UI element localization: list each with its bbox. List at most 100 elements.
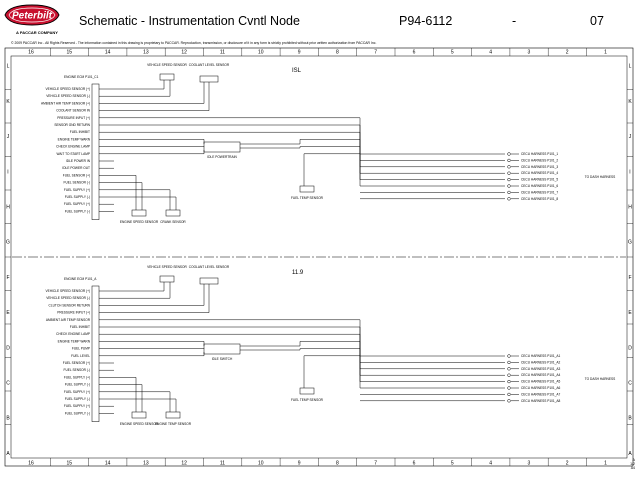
ecm-pin-label: VEHICLE SPEED SENSOR (-) bbox=[46, 94, 90, 98]
wire-vss-pos bbox=[114, 282, 165, 292]
harness-line-label: CECU HARNESS P101_A4 bbox=[521, 373, 561, 377]
grid-column-label-top: 14 bbox=[105, 50, 111, 56]
grid-column-label-top: 15 bbox=[67, 50, 73, 56]
fuel-temp-sensor-label: FUEL TEMP SENSOR bbox=[291, 196, 324, 200]
grid-column-label-bottom: 5 bbox=[451, 461, 454, 467]
grid-row-label-right: F bbox=[628, 275, 631, 281]
grid-row-label-left: B bbox=[6, 416, 10, 422]
grid-column-label-top: 10 bbox=[258, 50, 264, 56]
grid-column-label-top: 13 bbox=[143, 50, 149, 56]
splice-connector bbox=[507, 171, 511, 175]
grid-row-label-left: L bbox=[7, 64, 10, 70]
harness-line-label: CECU HARNESS P101_A3 bbox=[521, 367, 561, 371]
corner-stamp: A 1/2 A4 bbox=[630, 458, 635, 470]
column-labels: 1616151514141313121211111010998877665544… bbox=[28, 48, 607, 467]
harness-line-label: CECU HARNESS P101_1 bbox=[521, 152, 558, 156]
title-block: Peterbilt A PACCAR COMPANY Schematic - I… bbox=[0, 0, 638, 40]
ecm-connector bbox=[91, 285, 100, 422]
grid-column-label-top: 4 bbox=[489, 50, 492, 56]
idle-powertrain-label: IDLE POWERTRAIN bbox=[207, 155, 237, 159]
engine-speed-sensor-label: ENGINE SPEED SENSOR bbox=[120, 422, 159, 426]
splice-connector bbox=[507, 386, 511, 390]
harness-line-label: CECU HARNESS P101_5 bbox=[521, 178, 558, 182]
ecm-pin-label: FUEL SUPPLY (-) bbox=[65, 195, 90, 199]
idle-powertrain-module bbox=[203, 141, 241, 153]
ecm-pin-label: IDLE POWER OUT bbox=[62, 166, 90, 170]
wire-coolant bbox=[114, 82, 205, 104]
grid-row-label-left: I bbox=[7, 169, 8, 175]
wire-idle-out bbox=[240, 139, 360, 145]
ecm-pin-label: WAIT TO START LAMP bbox=[56, 152, 90, 156]
grid-column-label-top: 8 bbox=[336, 50, 339, 56]
wire-idle-out bbox=[240, 146, 360, 149]
revision-number: 07 bbox=[590, 14, 604, 28]
ecm-pin-label: CHECK ENGINE LAMP bbox=[56, 332, 90, 336]
ecm-pin-label: VEHICLE SPEED SENSOR (+) bbox=[45, 289, 90, 293]
ecm-pin-label: SENSOR GND RETURN bbox=[54, 123, 90, 127]
grid-row-label-right: L bbox=[629, 64, 632, 70]
grid-column-label-bottom: 15 bbox=[67, 461, 73, 467]
grid-column-label-bottom: 9 bbox=[298, 461, 301, 467]
wire-idle-out bbox=[240, 348, 360, 351]
crank-sensor-label: ENGINE TEMP SENSOR bbox=[155, 422, 192, 426]
ecm-pin-label: FUEL SUPPLY (-) bbox=[65, 397, 90, 401]
grid-row-label-right: A bbox=[628, 451, 632, 457]
grid-column-label-top: 6 bbox=[413, 50, 416, 56]
wire-fuel-temp bbox=[303, 153, 360, 186]
grid-row-label-left: F bbox=[6, 275, 9, 281]
to-dash-harness-label: TO DASH HARNESS bbox=[585, 175, 615, 179]
ecm-label: ENGINE ECM P101_C1 bbox=[64, 75, 99, 79]
grid-column-label-bottom: 2 bbox=[566, 461, 569, 467]
ecm-pin-label: FUEL SENSOR (+) bbox=[63, 361, 90, 365]
grid-column-label-bottom: 11 bbox=[220, 461, 225, 467]
grid-row-label-left: A bbox=[6, 451, 10, 457]
ecm-pin-label: FUEL SENSOR (+) bbox=[63, 173, 90, 177]
splice-connector bbox=[507, 379, 511, 384]
grid-column-label-bottom: 3 bbox=[528, 461, 531, 467]
engine-speed-sensor-label: ENGINE SPEED SENSOR bbox=[120, 220, 159, 224]
wire-idle-in bbox=[114, 139, 205, 144]
grid-row-label-right: I bbox=[629, 169, 630, 175]
grid-column-label-top: 1 bbox=[604, 50, 607, 56]
wire-idle-in bbox=[114, 352, 205, 357]
ecm-pin-label: FUEL PUMP bbox=[72, 347, 90, 351]
splice-connector bbox=[507, 373, 511, 377]
ecm-pin-label: VEHICLE SPEED SENSOR (-) bbox=[46, 296, 90, 300]
ecm-pin-label: FUEL SUPPLY (+) bbox=[64, 404, 90, 408]
grid-column-label-bottom: 13 bbox=[143, 461, 149, 467]
ecm-pin-label: FUEL SUPPLY (+) bbox=[64, 390, 90, 394]
ecm-pin-label: FUEL SUPPLY (-) bbox=[65, 411, 90, 415]
grid-row-label-right: J bbox=[629, 134, 632, 140]
wire-idle-in bbox=[114, 150, 205, 155]
ecm-pin-label: FUEL SUPPLY (-) bbox=[65, 383, 90, 387]
ecm-pin-label: FUEL SENSOR (-) bbox=[64, 368, 90, 372]
harness-line-label: CECU HARNESS P101_A5 bbox=[521, 380, 561, 384]
ecm-pin-label: VEHICLE SPEED SENSOR (+) bbox=[45, 87, 90, 91]
grid-column-label-top: 3 bbox=[528, 50, 531, 56]
grid-column-label-bottom: 10 bbox=[258, 461, 264, 467]
ecm-pin-label: ENGINE TEMP WARN bbox=[58, 339, 91, 343]
harness-line-label: CECU HARNESS P101_A1 bbox=[521, 354, 561, 358]
splice-connector bbox=[507, 360, 511, 365]
grid-row-label-left: H bbox=[6, 205, 10, 211]
grid-row-label-right: K bbox=[628, 99, 632, 105]
harness-line-label: CECU HARNESS P101_3 bbox=[521, 165, 558, 169]
grid-row-label-left: D bbox=[6, 345, 10, 351]
vehicle-speed-sensor bbox=[159, 275, 175, 283]
harness-line-label: CECU HARNESS P101_2 bbox=[521, 158, 558, 162]
splice-connector bbox=[507, 184, 511, 188]
harness-line-label: CECU HARNESS P101_A2 bbox=[521, 360, 561, 364]
wire-crank bbox=[114, 196, 177, 210]
ecm-pin-label: PRESSURE INPUT (+) bbox=[57, 311, 90, 315]
grid-row-label-right: C bbox=[628, 381, 632, 387]
document-number: P94-6112 bbox=[399, 14, 453, 28]
grid-column-label-bottom: 12 bbox=[181, 461, 187, 467]
harness-line-label: CECU HARNESS P101_A8 bbox=[521, 399, 561, 403]
ecm-pin-label: AMBIENT AIR TEMP SENSOR (+) bbox=[41, 101, 90, 105]
grid-row-label-left: K bbox=[6, 99, 10, 105]
